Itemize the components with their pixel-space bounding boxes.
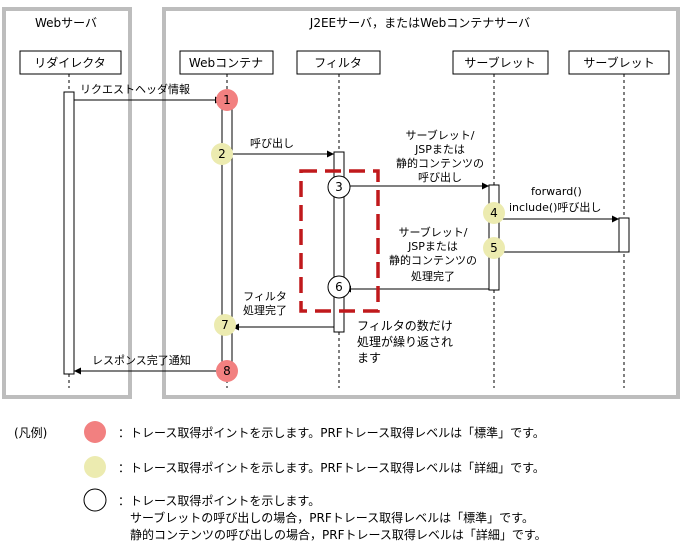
legend-other-swatch [83,488,107,512]
trace-point-3 [327,175,351,199]
trace-point-5-label: 5 [490,241,498,255]
svg-text:サーブレット/: サーブレット/ [405,128,474,142]
trace-point-4 [483,202,505,224]
lifeline-servlet1-box [452,50,549,75]
legend-other-text: ：トレース取得ポイントを示します。 サーブレットの呼び出しの場合，PRFトレース… [118,493,547,542]
lifeline-redirector-label: リダイレクタ [34,55,106,70]
repeat-region-box [299,169,380,313]
lifeline-web-container-label: Webコンテナ [189,56,263,70]
svg-text:サーブレットの呼び出しの場合，PRFトレース取得レベルは「標: サーブレットの呼び出しの場合，PRFトレース取得レベルは「標準」です。 [130,510,534,525]
trace-point-5 [483,237,505,259]
legend-standard-swatch [84,421,106,443]
lifeline-servlet2-label: サーブレット [583,55,654,70]
svg-text:ます: ます [357,351,381,365]
svg-text:フィルタの数だけ: フィルタの数だけ [357,318,453,333]
trace-point-1-label: 1 [223,93,231,107]
lifeline-redirector-box [19,50,122,75]
label-request-header: リクエストヘッダ情報 [80,82,190,96]
activation-filter [333,151,345,333]
trace-point-8 [216,360,238,382]
label-filter-done: フィルタ 処理完了 [243,290,287,317]
svg-text:静的コンテンツの呼び出しの場合，PRFトレース取得レベルは「: 静的コンテンツの呼び出しの場合，PRFトレース取得レベルは「詳細」です。 [130,527,547,542]
lifeline-servlet2-box [568,50,670,75]
svg-text:静的コンテンツの: 静的コンテンツの [396,156,484,170]
svg-text:JSPまたは: JSPまたは [414,143,465,156]
trace-point-6 [327,275,351,299]
svg-text:JSPまたは: JSPまたは [407,240,458,253]
legend-standard-text: ：トレース取得ポイントを示します。PRFトレース取得レベルは「標準」です。 [118,425,545,440]
label-call: 呼び出し [250,136,294,150]
label-filter-repeat: フィルタの数だけ 処理が繰り返され ます [357,318,453,365]
legend-detail-text: ：トレース取得ポイントを示します。PRFトレース取得レベルは「詳細」です。 [118,460,545,475]
trace-point-7 [214,314,236,336]
trace-point-3-label: 3 [335,180,343,194]
web-server-title: Webサーバ [35,16,97,30]
legend-title: (凡例) [14,426,47,440]
activation-redirector [63,91,75,375]
j2ee-server-region [162,7,680,399]
trace-point-2-label: 2 [218,147,226,161]
svg-text:：トレース取得ポイントを示します。: ：トレース取得ポイントを示します。 [118,493,320,508]
svg-text:処理が繰り返され: 処理が繰り返され [357,334,453,349]
web-server-region [2,7,132,399]
trace-point-8-label: 8 [223,364,231,378]
lifeline-servlet1-label: サーブレット [464,55,535,70]
svg-text:include()呼び出し: include()呼び出し [509,200,601,214]
label-forward: forward() include()呼び出し [509,185,601,214]
trace-point-4-label: 4 [490,206,498,220]
svg-text:呼び出し: 呼び出し [418,170,462,184]
trace-point-2 [211,143,233,165]
trace-point-1 [216,89,238,111]
lifeline-filter-label: フィルタ [314,56,362,70]
svg-text:サーブレット/: サーブレット/ [398,225,467,239]
j2ee-server-title: J2EEサーバ，またはWebコンテナサーバ [309,16,530,30]
trace-point-7-label: 7 [221,318,229,332]
svg-text:フィルタ: フィルタ [243,290,287,303]
svg-text:forward(): forward() [531,185,582,198]
label-servlet-jsp-done: サーブレット/ JSPまたは 静的コンテンツの 処理完了 [389,225,477,283]
label-response-done: レスポンス完了通知 [92,353,191,367]
svg-text:静的コンテンツの: 静的コンテンツの [389,253,477,267]
svg-text:処理完了: 処理完了 [243,303,287,317]
label-servlet-jsp-call: サーブレット/ JSPまたは 静的コンテンツの 呼び出し [396,128,484,184]
legend-detail-swatch [84,456,106,478]
trace-point-6-label: 6 [335,280,343,294]
svg-text:処理完了: 処理完了 [411,269,455,283]
activation-servlet2 [618,217,630,253]
